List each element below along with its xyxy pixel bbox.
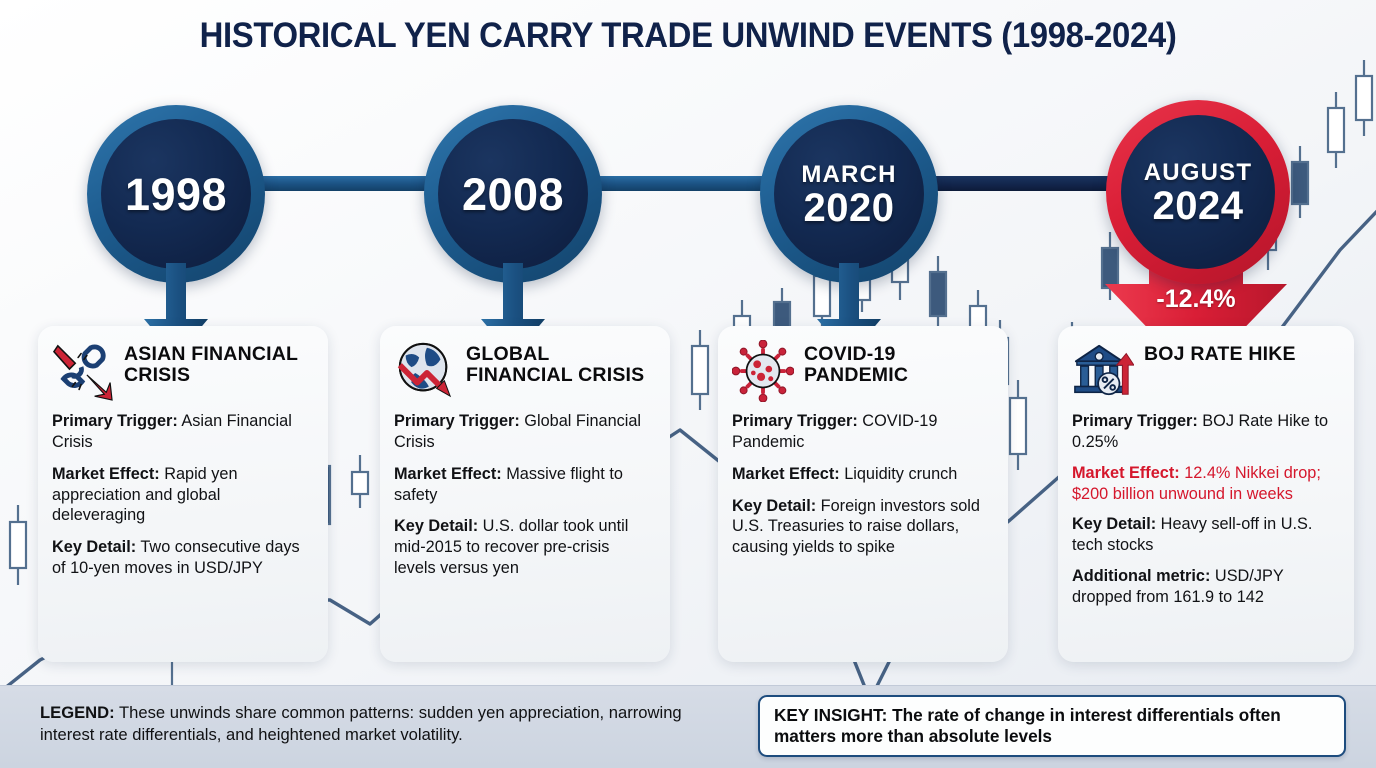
card-header: COVID-19 PANDEMIC	[732, 340, 992, 402]
timeline-node-2024-month: AUGUST	[1143, 158, 1253, 186]
card-header: BOJ RATE HIKE	[1072, 340, 1338, 402]
card-row: Key Detail: Heavy sell-off in U.S. tech …	[1072, 515, 1313, 555]
card-header: GLOBAL FINANCIAL CRISIS	[394, 340, 654, 402]
timeline-node-2020-year: 2020	[803, 185, 895, 230]
card-title: ASIAN FINANCIAL CRISIS	[124, 343, 298, 387]
broken-chain-icon	[52, 344, 113, 401]
event-card-covid-19-pandemic[interactable]: COVID-19 PANDEMIC Primary Trigger: COVID…	[718, 326, 1008, 662]
card-row: Key Detail: U.S. dollar took until mid-2…	[394, 517, 629, 578]
legend-text: These unwinds share common patterns: sud…	[40, 703, 682, 745]
card-row: Primary Trigger: COVID-19 Pandemic	[732, 412, 938, 451]
timeline-node-1998-year: 1998	[124, 168, 228, 220]
timeline-node-2008-year: 2008	[461, 168, 565, 220]
card-row: Primary Trigger: BOJ Rate Hike to 0.25%	[1072, 412, 1329, 451]
globe-decline-icon	[397, 342, 452, 398]
footer: LEGEND: These unwinds share common patte…	[0, 685, 1376, 768]
key-insight-text: KEY INSIGHT: The rate of change in inter…	[774, 705, 1281, 746]
timeline: 1998 2008 MARCH	[0, 0, 1376, 378]
event-card-boj-rate-hike[interactable]: BOJ RATE HIKE Primary Trigger: BOJ Rate …	[1058, 326, 1354, 662]
legend: LEGEND: These unwinds share common patte…	[40, 702, 730, 746]
legend-label: LEGEND:	[40, 703, 115, 722]
page-title: HISTORICAL YEN CARRY TRADE UNWIND EVENTS…	[199, 16, 1177, 55]
card-row: Additional metric: USD/JPY dropped from …	[1072, 567, 1284, 607]
timeline-node-2024-year: 2024	[1152, 183, 1244, 228]
card-title: COVID-19 PANDEMIC	[804, 343, 909, 387]
card-row: Market Effect: Liquidity crunch	[732, 464, 958, 483]
timeline-node-2020-month: MARCH	[801, 160, 897, 188]
card-row: Key Detail: Two consecutive days of 10-y…	[52, 538, 300, 578]
timeline-node-2024[interactable]: -12.4% AUGUST 2024	[1105, 100, 1290, 378]
virus-icon	[732, 340, 794, 402]
timeline-connector-1	[248, 176, 448, 191]
card-row-alert: Market Effect: 12.4% Nikkei drop; $200 b…	[1072, 463, 1321, 503]
card-row: Primary Trigger: Global Financial Crisis	[394, 412, 642, 451]
event-card-asian-financial-crisis[interactable]: ASIAN FINANCIAL CRISIS Primary Trigger: …	[38, 326, 328, 662]
card-header: ASIAN FINANCIAL CRISIS	[52, 340, 312, 402]
card-row: Market Effect: Massive flight to safety	[394, 464, 623, 504]
timeline-node-2008[interactable]: 2008	[424, 105, 602, 357]
card-row: Key Detail: Foreign investors sold U.S. …	[732, 496, 980, 557]
event-card-global-financial-crisis[interactable]: GLOBAL FINANCIAL CRISIS Primary Trigger:…	[380, 326, 670, 662]
card-title: BOJ RATE HIKE	[1144, 343, 1296, 365]
card-row: Market Effect: Rapid yen appreciation an…	[52, 464, 238, 525]
timeline-connector-2	[584, 176, 784, 191]
timeline-node-1998[interactable]: 1998	[87, 105, 265, 357]
timeline-node-2020[interactable]: MARCH 2020	[760, 105, 938, 357]
card-title: GLOBAL FINANCIAL CRISIS	[466, 343, 645, 387]
card-row: Primary Trigger: Asian Financial Crisis	[52, 412, 292, 451]
bank-rate-hike-icon	[1074, 344, 1134, 396]
key-insight-box: KEY INSIGHT: The rate of change in inter…	[758, 695, 1346, 757]
timeline-connector-3	[920, 176, 1130, 191]
